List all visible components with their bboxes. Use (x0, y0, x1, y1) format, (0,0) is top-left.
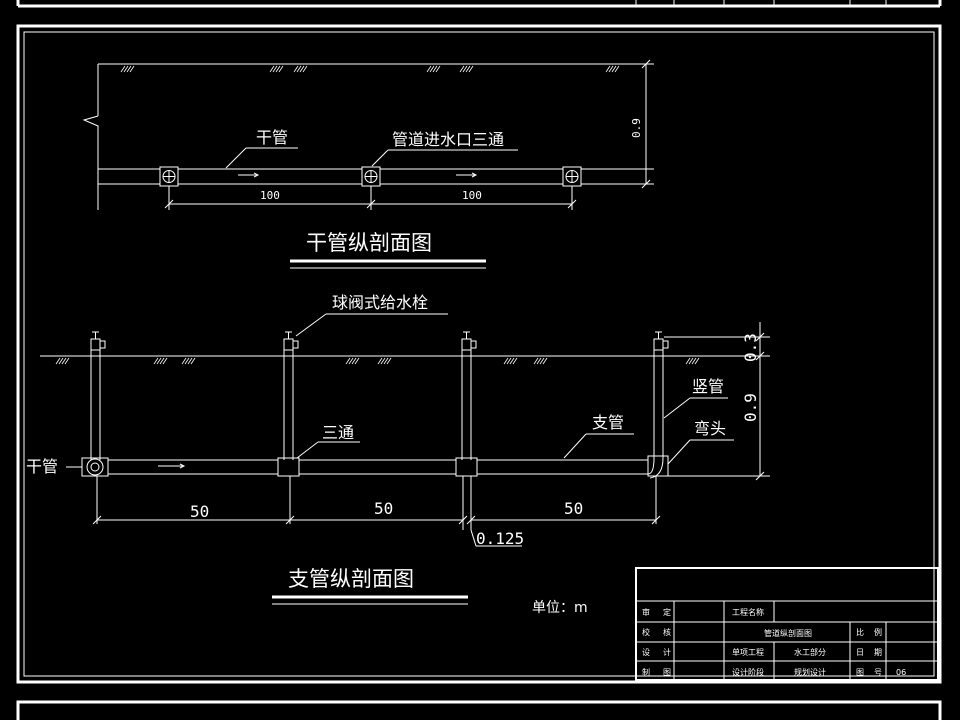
dim-50-c: 50 (564, 499, 583, 518)
unit-label: 单位：m (532, 600, 588, 616)
main-section-title: 干管纵剖面图 (306, 231, 432, 255)
tb-drawing-name: 管道纵剖面图 (764, 628, 812, 638)
dim-03: 0.3 (741, 333, 760, 362)
tb-scale-label-b: 例 (874, 627, 882, 637)
elbow-label: 弯头 (694, 419, 726, 438)
title-block (635, 567, 939, 681)
dim-09: 0.9 (741, 393, 760, 422)
tb-drawing-no: 06 (896, 668, 906, 677)
dim-0125: 0.125 (476, 529, 524, 548)
tee-label: 三通 (322, 423, 354, 442)
ball-valve-hydrant-label: 球阀式给水栓 (332, 293, 428, 312)
tb-draft-b: 图 (663, 668, 671, 677)
tb-subproject-value: 水工部分 (794, 647, 826, 657)
branch-pipe-label: 支管 (592, 413, 624, 432)
tb-review-b: 定 (663, 607, 671, 617)
main-pipe-label: 干管 (256, 128, 288, 147)
tb-scale-label: 比 (856, 627, 864, 637)
dim-50-a: 50 (190, 502, 209, 521)
tb-design-b: 计 (663, 647, 671, 657)
tb-design: 设 (642, 647, 650, 657)
tb-stage-label: 设计阶段 (732, 667, 764, 677)
tb-date-label-b: 期 (874, 648, 882, 657)
main-pipe-end-label: 干管 (26, 457, 58, 476)
branch-pipe-section (40, 313, 770, 605)
tb-check-b: 核 (663, 627, 671, 637)
tb-stage-value: 规划设计 (794, 667, 826, 677)
tb-subproject-label: 单项工程 (732, 647, 764, 657)
dim-100-a: 100 (260, 189, 280, 202)
dim-100-b: 100 (462, 189, 482, 202)
tb-check: 校 (642, 627, 650, 637)
title-block-text: 审 定 校 核 设 计 制 图 工程名称 管道纵剖面图 比 例 单项工程 水工部… (642, 607, 906, 677)
tb-draft: 制 (642, 667, 650, 677)
dim-depth-09: 0.9 (630, 118, 643, 138)
main-pipe-section (82, 59, 654, 269)
tb-review: 审 (642, 607, 650, 617)
drawing-frames (16, 0, 942, 720)
tb-project-name-label: 工程名称 (732, 607, 764, 617)
dim-50-b: 50 (374, 499, 393, 518)
tb-date-label: 日 (856, 648, 864, 657)
tee-inlet-label: 管道进水口三通 (392, 130, 504, 149)
tb-drawing-no-label-b: 号 (874, 668, 882, 677)
tb-drawing-no-label: 图 (856, 668, 864, 677)
riser-label: 竖管 (692, 377, 724, 396)
branch-section-title: 支管纵剖面图 (288, 567, 414, 591)
